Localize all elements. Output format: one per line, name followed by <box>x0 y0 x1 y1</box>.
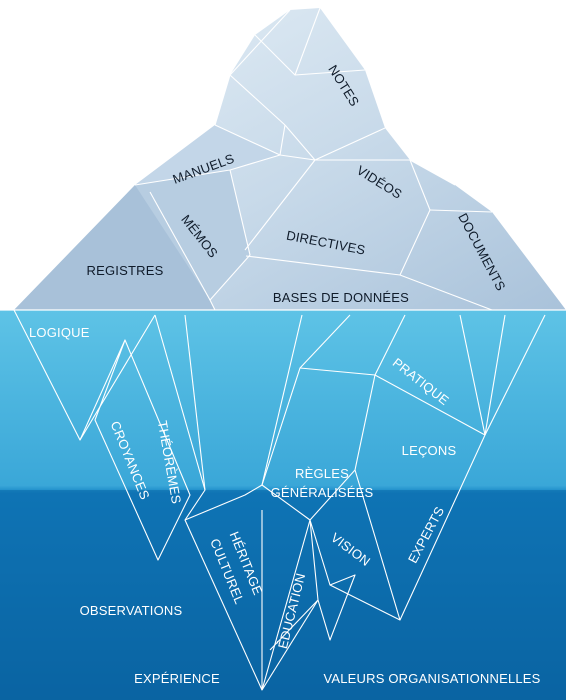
label-regles-line1: RÈGLES <box>295 466 349 481</box>
label-lecons: LEÇONS <box>402 443 457 458</box>
label-bases-de-donnees: BASES DE DONNÉES <box>273 290 409 305</box>
ice-facets-bottom <box>13 309 546 691</box>
ice-face-memos <box>135 170 250 300</box>
ice-face-manuels <box>135 125 280 185</box>
water-deep-band <box>0 490 566 700</box>
label-regles-line2: GÉNÉRALISÉES <box>271 485 374 500</box>
ice-face-registres <box>14 185 215 310</box>
label-valeurs: VALEURS ORGANISATIONNELLES <box>323 671 540 686</box>
label-observations: OBSERVATIONS <box>80 603 183 618</box>
label-experience: EXPÉRIENCE <box>134 671 220 686</box>
label-logique: LOGIQUE <box>29 325 90 340</box>
label-registres: REGISTRES <box>87 263 164 278</box>
ice-facets-top <box>134 7 493 311</box>
